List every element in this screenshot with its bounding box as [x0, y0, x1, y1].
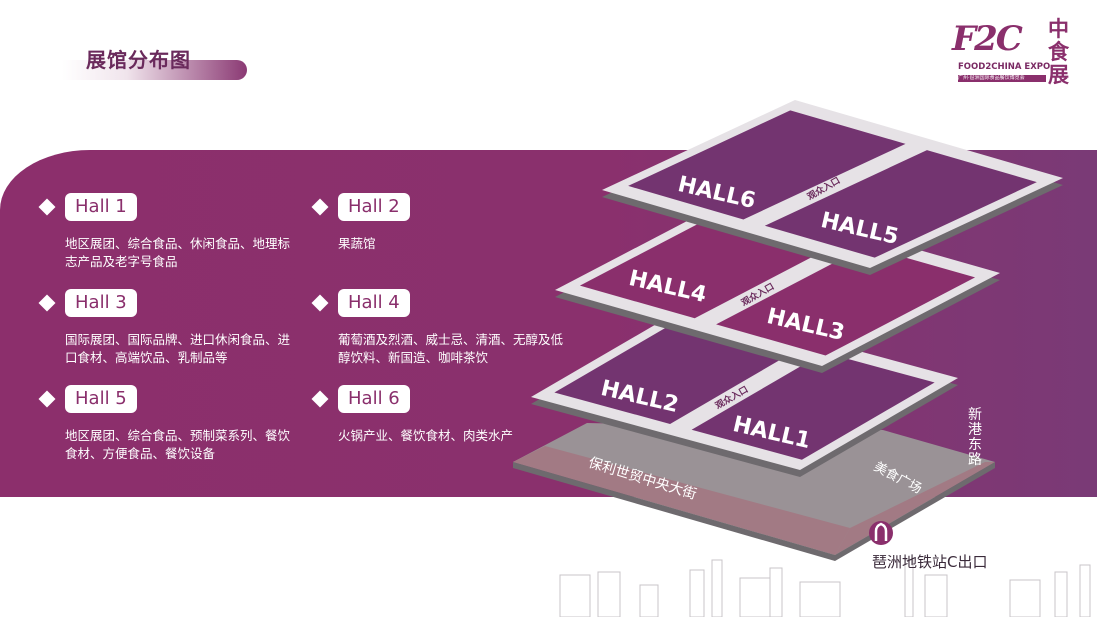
hall-description: 葡萄酒及烈酒、威士忌、清酒、无醇及低醇饮料、新国造、咖啡茶饮	[338, 332, 564, 365]
hall-badge: Hall 3	[65, 289, 137, 317]
hall-badge: Hall 4	[338, 289, 410, 317]
hall-floors	[531, 100, 1063, 477]
hall-description: 国际展团、国际品牌、进口休闲食品、进口食材、高端饮品、乳制品等	[65, 332, 291, 365]
building-outline	[1009, 579, 1041, 617]
logo-chinese: 中食展	[1048, 17, 1069, 87]
hall-badge: Hall 5	[65, 385, 137, 413]
building-outline	[711, 559, 723, 617]
floor-outline	[602, 100, 1063, 268]
logo-subtitle: 广州·琶洲国际食品餐饮博览会	[958, 75, 1046, 82]
hall-area	[628, 110, 906, 220]
logo-english: FOOD2CHINA EXPO	[958, 62, 1051, 72]
building-outline	[924, 574, 948, 617]
hall-description: 地区展团、综合食品、休闲食品、地理标志产品及老字号食品	[65, 236, 291, 269]
hall-area	[691, 352, 935, 460]
building-outline	[597, 571, 621, 617]
building-outline	[639, 584, 659, 617]
road-label: 新港东路	[968, 407, 982, 468]
ground-edge	[513, 462, 835, 561]
building-outline	[769, 567, 783, 617]
title-bar	[62, 60, 247, 80]
hall-badge: Hall 6	[338, 385, 410, 413]
building-outline	[904, 559, 914, 617]
logo: F2C FOOD2CHINA EXPO 广州·琶洲国际食品餐饮博览会 中食展	[950, 18, 1075, 90]
street-strip	[513, 446, 850, 555]
page-title: 展馆分布图	[86, 48, 191, 72]
skyline-illustration	[559, 559, 1091, 617]
floor-outline	[555, 197, 1000, 366]
hall-area	[764, 150, 1037, 258]
building-outline	[559, 574, 591, 617]
building-outline	[689, 569, 705, 617]
floor-level-2	[555, 197, 1000, 373]
hall-description: 地区展团、综合食品、预制菜系列、餐饮食材、方便食品、餐饮设备	[65, 428, 291, 461]
floor-level-3	[602, 100, 1063, 275]
metro-exit-label: 琶洲地铁站C出口	[872, 553, 988, 571]
hall-badge: Hall 1	[65, 193, 137, 221]
building-outline	[799, 581, 841, 617]
logo-mark: F2C	[952, 19, 1023, 59]
building-outline	[1054, 571, 1068, 617]
metro-glyph	[874, 522, 888, 541]
building-outline	[739, 577, 771, 617]
building-outline	[1079, 564, 1091, 617]
hall-description: 果蔬馆	[338, 236, 376, 251]
hall-badge: Hall 2	[338, 193, 410, 221]
ground-plaza	[513, 423, 995, 561]
hall-description: 火锅产业、餐饮食材、肉类水产	[338, 428, 514, 443]
hall-area	[716, 246, 976, 356]
